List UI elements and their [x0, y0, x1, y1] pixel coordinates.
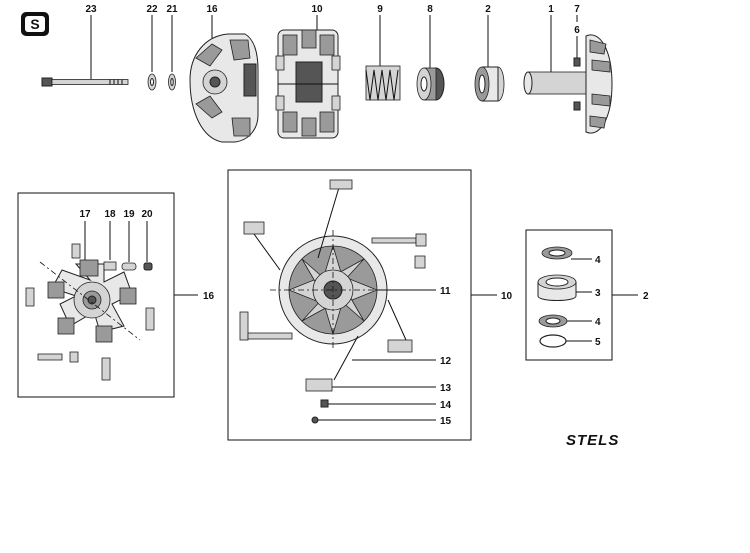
- spring-9-icon: [365, 65, 401, 101]
- label-12: 12: [440, 356, 452, 367]
- label-18: 18: [104, 209, 116, 220]
- label-19: 19: [123, 209, 135, 220]
- label-1: 1: [548, 4, 554, 15]
- label-2: 2: [485, 4, 491, 15]
- label-9: 9: [377, 4, 383, 15]
- part-15-icon: [311, 416, 319, 424]
- box-16-group-label: 16: [203, 291, 215, 302]
- label-22: 22: [146, 4, 158, 15]
- bolt-23-icon: [41, 77, 129, 87]
- hub-components-icon: [537, 246, 577, 348]
- box-2-group-label: 2: [643, 291, 649, 302]
- label-7: 7: [574, 4, 580, 15]
- top-row-leaders: [90, 15, 578, 79]
- box-10-frame: [227, 169, 472, 441]
- label-15: 15: [440, 416, 452, 427]
- label-8: 8: [427, 4, 433, 15]
- label-4-lower: 4: [595, 317, 601, 328]
- washer-21-icon: [168, 73, 176, 91]
- part-14-icon: [320, 399, 329, 408]
- label-13: 13: [440, 383, 452, 394]
- label-4-upper: 4: [595, 255, 601, 266]
- clutch-drum-face-icon: [239, 179, 427, 392]
- bearing-8-icon: [416, 67, 445, 101]
- clutch-drum-10-icon: [275, 29, 341, 139]
- label-23: 23: [85, 4, 97, 15]
- label-21: 21: [166, 4, 178, 15]
- washer-22-icon: [147, 73, 157, 91]
- label-10: 10: [311, 4, 323, 15]
- brand-wordmark: STELS: [566, 432, 619, 449]
- box-10-group-label: 10: [501, 291, 513, 302]
- drive-pulley-1-icon: [523, 34, 613, 134]
- brand-logo-icon: S: [21, 12, 49, 36]
- label-11: 11: [440, 286, 451, 297]
- label-6: 6: [574, 25, 580, 36]
- label-3: 3: [595, 288, 601, 299]
- label-5: 5: [595, 337, 601, 348]
- label-17: 17: [79, 209, 91, 220]
- label-16: 16: [206, 4, 218, 15]
- clutch-assembly-16-icon: [189, 33, 259, 143]
- label-14: 14: [440, 400, 452, 411]
- clutch-carrier-plate-icon: [25, 243, 155, 381]
- hub-2-icon: [474, 66, 505, 102]
- label-20: 20: [141, 209, 153, 220]
- logo-letter: S: [30, 16, 39, 32]
